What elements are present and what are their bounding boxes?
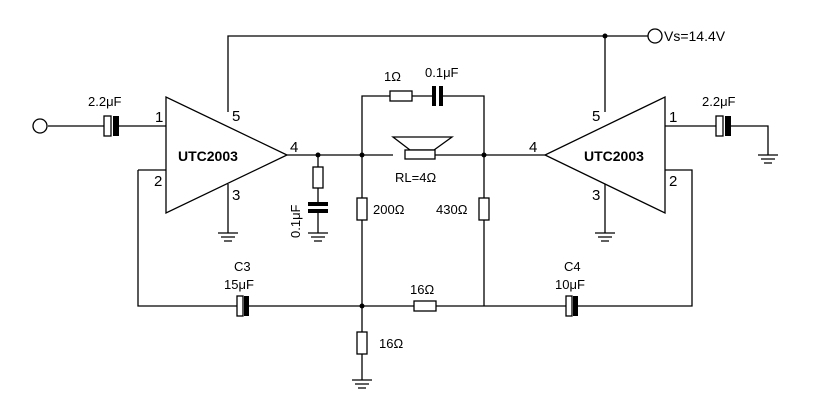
wiring (48, 35, 769, 380)
amplifier-left-pin2: 2 (154, 173, 162, 190)
amplifier-right-triangle (543, 95, 666, 215)
capacitor-snubber-top-label: 0.1μF (425, 65, 459, 80)
resistor-snubber-top-label: 1Ω (384, 69, 401, 84)
left-fb-wire (137, 170, 237, 307)
capacitor-input-right-label: 2.2μF (702, 94, 736, 109)
resistor-snubber-top (389, 90, 413, 102)
capacitor-c4-name: C4 (564, 259, 581, 274)
amplifier-right-pin2: 2 (669, 173, 677, 190)
junction-dot (481, 152, 487, 158)
speaker-icon (391, 136, 455, 160)
right-input-gnd-wire (731, 125, 769, 155)
resistor-16-mid-label: 16Ω (410, 282, 434, 297)
resistor-200-label: 200Ω (373, 202, 405, 217)
input-terminal (32, 118, 48, 134)
ground-icon (218, 232, 238, 242)
ground-icon (308, 232, 328, 242)
amplifier-left: UTC2003 1 2 3 4 5 (154, 95, 298, 215)
ground-icon (758, 154, 778, 164)
amplifier-left-triangle (165, 95, 289, 215)
capacitor-input-left (103, 115, 119, 137)
resistor-16-gnd-label: 16Ω (379, 336, 403, 351)
supply-terminal (647, 28, 663, 44)
capacitor-c3-name: C3 (234, 259, 251, 274)
resistor-zobel (312, 166, 324, 189)
capacitor-c3-value: 15μF (224, 277, 254, 292)
amplifier-right-pin3: 3 (592, 187, 600, 204)
speaker-label: RL=4Ω (395, 170, 436, 185)
supply-label: Vs=14.4V (664, 28, 726, 44)
capacitor-input-right (715, 115, 731, 137)
resistor-200 (356, 197, 368, 221)
capacitor-zobel-label: 0.1μF (288, 204, 303, 238)
junction-dot (315, 152, 321, 158)
capacitor-zobel (308, 202, 328, 213)
amplifier-left-pin3: 3 (232, 187, 240, 204)
ground-icon (595, 232, 615, 242)
resistor-430-label: 430Ω (436, 202, 468, 217)
amplifier-left-pin1: 1 (155, 109, 163, 126)
amplifier-right-name: UTC2003 (584, 148, 644, 164)
snubber-left-wire (361, 95, 390, 155)
resistor-16-gnd (356, 331, 368, 355)
resistor-430 (478, 197, 490, 221)
capacitor-c3 (236, 295, 249, 317)
junction-dot (359, 152, 365, 158)
junctions (315, 33, 608, 309)
resistor-16-mid (413, 300, 437, 312)
ground-icon (352, 379, 372, 389)
supply-rail-wire (227, 35, 648, 112)
amplifier-left-pin4: 4 (290, 139, 298, 156)
capacitor-input-left-label: 2.2μF (88, 94, 122, 109)
right-fb-wire (576, 169, 693, 307)
amplifier-right-pin5: 5 (592, 108, 600, 125)
capacitor-c4-value: 10μF (555, 277, 585, 292)
capacitor-c4 (565, 295, 578, 317)
snubber-right-wire (443, 95, 485, 155)
amplifier-right-pin4: 4 (529, 139, 537, 156)
junction-dot (602, 33, 608, 39)
amplifier-right: UTC2003 1 2 3 4 5 (529, 95, 677, 215)
capacitor-snubber-top (432, 86, 443, 106)
amplifier-left-name: UTC2003 (178, 148, 238, 164)
amplifier-right-pin1: 1 (669, 109, 677, 126)
junction-dot (359, 303, 365, 309)
amplifier-left-pin5: 5 (232, 108, 240, 125)
